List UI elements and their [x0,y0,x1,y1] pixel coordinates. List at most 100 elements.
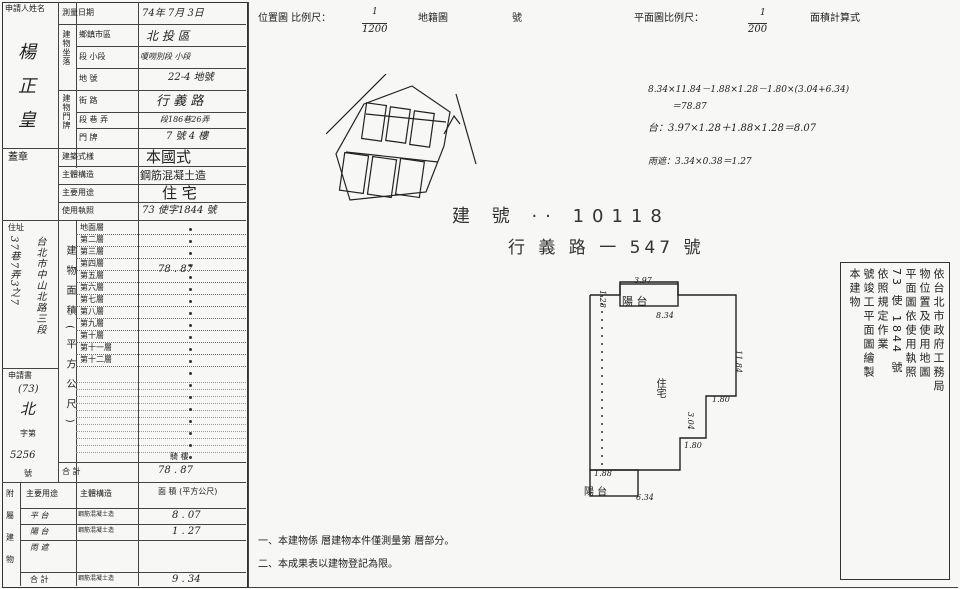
floor-label: 第三層 [80,247,104,256]
building-style-value: 本國式 [146,148,192,166]
right-note-column: 平面圖依使用執照 [904,268,917,380]
floor-label: 地面層 [80,223,104,232]
calc-line-4: 雨遮：3.34×0.38＝1.27 [648,157,752,167]
main-use-label: 主要用途 [62,188,94,197]
calc-line-1: 8.34×11.84－1.88×1.28－1.80×(3.04+6.34) [648,85,850,95]
total-area: 78 . 87 [158,465,193,476]
main-use-value: 住 宅 [162,184,197,202]
annex-struct-1: 鋼筋混凝土造 [78,511,115,518]
annex-use-3: 雨 遮 [30,543,49,552]
floor-label: 第九層 [80,319,104,328]
floor-label: 第七層 [80,295,104,304]
location-scale-den: 1200 [362,23,388,35]
floor-scale-num: 1 [760,8,766,18]
apply-hao: 號 [24,469,32,478]
calc-line-3: 台：3.97×1.28＋1.88×1.28＝8.07 [648,123,817,134]
right-note-column: 號竣工平面圖繪製 [862,268,875,380]
balcony-bottom-label: 陽 台 [584,487,608,498]
floor-label: 第四層 [80,259,104,268]
location-label: 建物坐落 [62,30,71,66]
section-label: 段 小段 [79,52,106,61]
calc-line-2: ＝78.87 [672,102,707,112]
stairs-label: 騎 樓 [170,452,189,461]
total-label: 合 計 [62,467,81,476]
annex-total-value: 9 . 34 [172,574,201,585]
annex-use-header: 主要用途 [26,489,58,498]
apply-seq: (73) [18,384,39,395]
apply-num: 5256 [10,450,36,461]
annex-area-header: 面 積 (平方公尺) [158,487,218,496]
floor-label: 第十層 [80,331,104,340]
number-label: 門 牌 [79,133,98,142]
annex-area-1: 8 . 07 [172,510,201,521]
floor-plan [589,281,737,497]
main-structure-label: 主體構造 [62,170,94,179]
building-style-label: 建築式樣 [62,152,94,161]
license-label: 使用執照 [62,206,94,215]
right-note-box [840,262,950,580]
dim-2: 8.34 [656,311,674,320]
room-label: 住宅 [654,378,665,398]
floor-label: 第五層 [80,271,104,280]
dim-6: 1.80 [684,441,702,450]
annex-struct-2: 鋼筋混凝土造 [78,527,115,534]
location-scale-num: 1 [372,7,378,17]
balcony-top-label: 陽 台 [622,295,648,308]
floor-scale-den: 200 [748,23,768,35]
floor-label: 第十二層 [80,355,112,364]
street-value: 行 義 路 [156,94,204,109]
apply-number-label: 申請書 [8,371,32,380]
address-line-1: 台北市中山北路三段 [34,236,45,335]
applicant-name-2: 正 [18,76,36,97]
dim-5: 1.80 [712,395,730,404]
door-label: 建物門牌 [62,94,71,130]
applicant-header: 申請人姓名 [5,4,45,13]
lot-label: 地 號 [79,74,98,83]
annex-total-label: 合 計 [30,575,49,584]
right-note-column: 本建物 [848,268,861,310]
dim-9: 6.34 [636,493,654,502]
right-note-column: 物位置及使用地圖 [918,268,931,380]
right-note-column: 依照規定作業 [876,268,889,352]
right-note-column: 依台北市政府工務局 [932,268,945,394]
annex-struct-header: 主體構造 [80,489,112,498]
floor-label: 第六層 [80,283,104,292]
dim-1: 3.97 [634,276,652,285]
location-scale-label: 位置圖 比例尺： [258,13,332,24]
floors-label: 建物面積(平方公尺) [64,245,75,433]
annex-char-2: 屬 [6,511,14,520]
floor4-area: 78 . 87 [158,264,193,275]
applicant-name-3: 皇 [18,110,36,131]
survey-date-value: 74年 7月 3日 [142,8,204,19]
main-structure-value: 鋼筋混凝土造 [140,169,206,182]
dim-7: 3.04 [686,412,695,430]
floor-label: 第二層 [80,235,104,244]
right-note-column: 73 使 1844 號 [890,268,903,376]
area-calc-label: 面積計算式 [810,13,860,24]
dim-8: 1.88 [594,469,612,478]
map-label: 地籍圖 [418,13,448,24]
apply-zi: 字第 [20,429,36,438]
floor-label: 第八層 [80,307,104,316]
city-value: 北 投 區 [146,29,190,43]
lane-label: 段 巷 弄 [79,115,109,124]
annex-char-4: 物 [6,555,14,564]
seal-label: 蓋章 [8,152,28,163]
annex-char-1: 附 [6,489,14,498]
note-1: 一、本建物係 層建物本件僅測量第 層部分。 [258,536,455,547]
survey-date-label: 測量日期 [62,8,94,17]
apply-district: 北 [20,400,36,418]
floor-scale-label: 平面圖比例尺： [634,13,704,24]
map-suffix: 號 [512,13,522,24]
license-value: 73 使字1844 號 [142,205,217,216]
street-label: 街 路 [79,96,98,105]
note-2: 二、本成果表以建物登記為限。 [258,559,398,570]
annex-use-2: 陽 台 [30,527,49,536]
city-label: 鄉鎮市區 [79,30,111,39]
info-table [2,2,248,588]
annex-use-1: 平 台 [30,511,49,520]
address-label: 住址 [8,223,24,232]
annex-total-structure: 鋼筋混凝土造 [78,575,115,582]
address-line-2: 37巷7弄3之7 [8,236,19,306]
stamp-line-1: 建 號 ·· 10118 [452,206,670,227]
